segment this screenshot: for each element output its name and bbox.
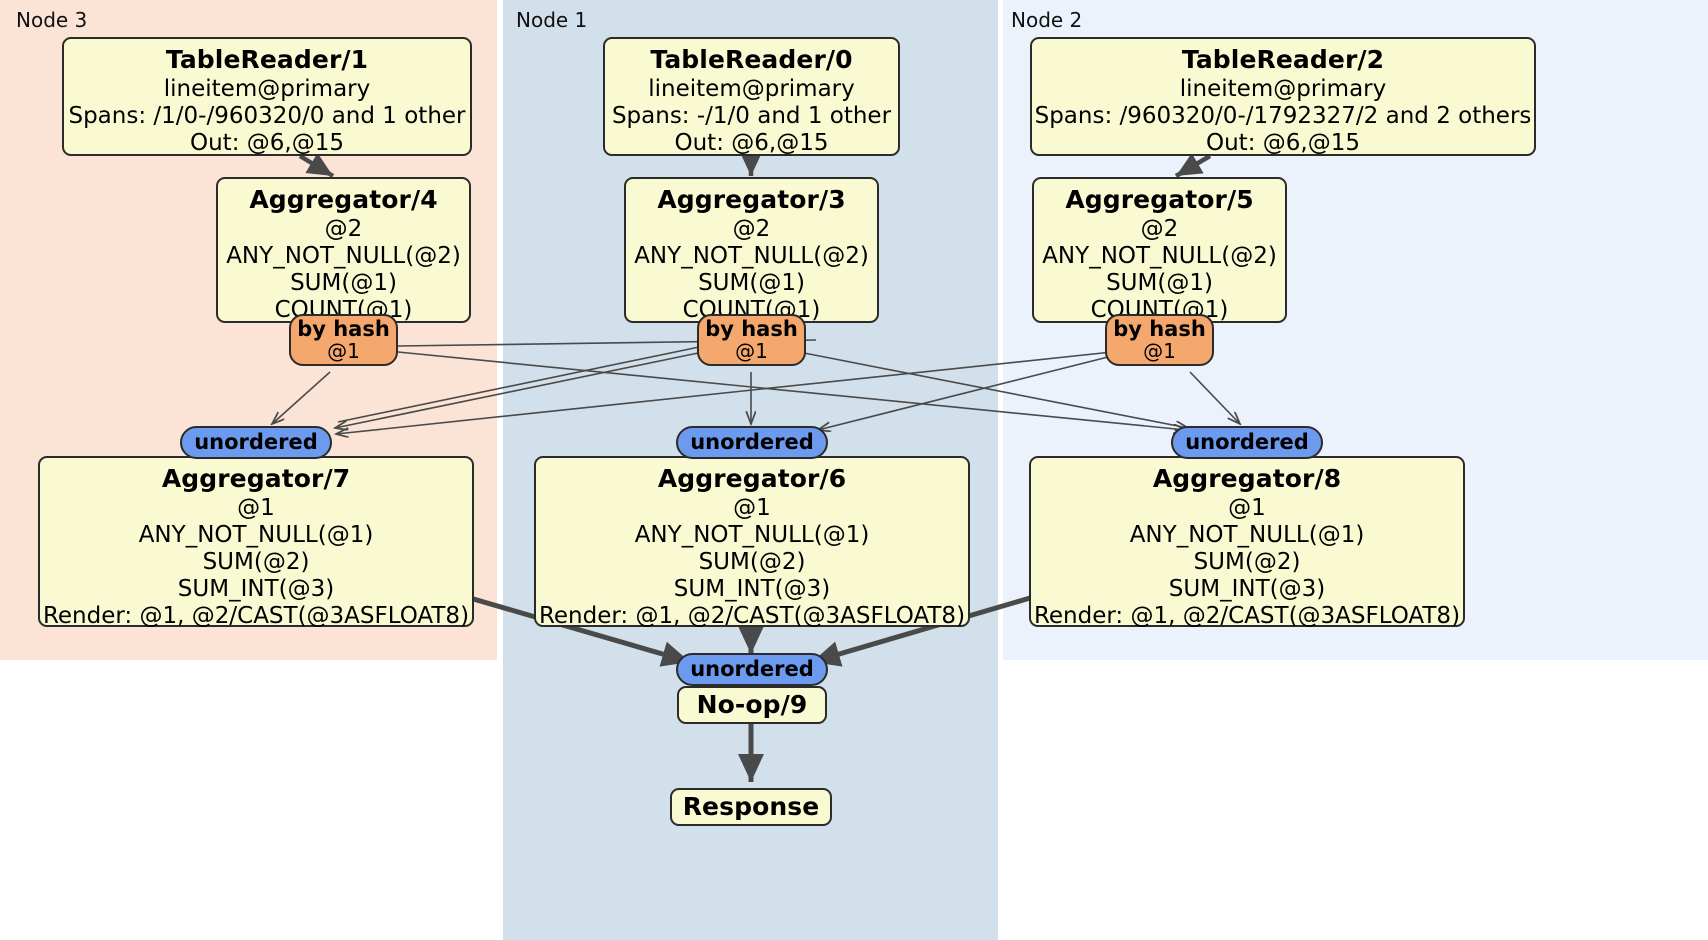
synchronizer-label: unordered (690, 430, 814, 454)
processor-title: Aggregator/4 (249, 185, 438, 214)
processor-line: ANY_NOT_NULL(@1) (138, 521, 374, 548)
processor-line: lineitem@primary (1179, 75, 1387, 102)
processor-line: lineitem@primary (648, 75, 855, 102)
processor-line: SUM_INT(@3) (1168, 575, 1326, 602)
processor-tablereader0[interactable]: TableReader/0 lineitem@primary Spans: -/… (603, 37, 900, 156)
processor-aggregator8[interactable]: Aggregator/8 @1 ANY_NOT_NULL(@1) SUM(@2)… (1029, 456, 1465, 629)
processor-aggregator3[interactable]: Aggregator/3 @2 ANY_NOT_NULL(@2) SUM(@1)… (624, 177, 879, 323)
processor-title: Aggregator/7 (161, 464, 351, 493)
synchronizer-unordered-final[interactable]: unordered (676, 653, 828, 686)
router-type-label: by hash (705, 317, 798, 342)
processor-line: Render: @1, @2/CAST(@3ASFLOAT8) (42, 603, 470, 629)
processor-line: @2 (1140, 215, 1179, 242)
processor-line: SUM_INT(@3) (673, 575, 831, 602)
router-detail-label: @1 (327, 339, 360, 364)
processor-title: Aggregator/5 (1065, 185, 1254, 214)
processor-line: Render: @1, @2/CAST(@3ASFLOAT8) (538, 603, 966, 629)
processor-line: @1 (237, 494, 275, 521)
processor-line: Render: @1, @2/CAST(@3ASFLOAT8) (1033, 603, 1461, 629)
processor-line: Spans: /960320/0-/1792327/2 and 2 others (1034, 102, 1532, 129)
router-detail-label: @1 (1143, 339, 1176, 364)
processor-line: Spans: /1/0-/960320/0 and 1 other (68, 102, 466, 129)
processor-aggregator4[interactable]: Aggregator/4 @2 ANY_NOT_NULL(@2) SUM(@1)… (216, 177, 471, 323)
processor-line: @1 (1228, 494, 1266, 521)
processor-line: @1 (733, 494, 771, 521)
processor-aggregator5[interactable]: Aggregator/5 @2 ANY_NOT_NULL(@2) SUM(@1)… (1032, 177, 1287, 323)
synchronizer-unordered-mid[interactable]: unordered (676, 426, 828, 459)
processor-title: Aggregator/6 (657, 464, 847, 493)
router-hash-mid[interactable]: by hash @1 (697, 314, 806, 366)
router-detail-label: @1 (735, 339, 768, 364)
node-label-node2: Node 2 (1011, 8, 1083, 32)
processor-line: ANY_NOT_NULL(@1) (634, 521, 870, 548)
processor-line: @2 (732, 215, 771, 242)
processor-line: ANY_NOT_NULL(@2) (634, 242, 869, 269)
processor-line: lineitem@primary (163, 75, 371, 102)
processor-title: Aggregator/3 (657, 185, 846, 214)
processor-title: Aggregator/8 (1152, 464, 1342, 493)
processor-tablereader1[interactable]: TableReader/1 lineitem@primary Spans: /1… (62, 37, 472, 156)
synchronizer-unordered-left[interactable]: unordered (180, 426, 332, 459)
processor-title: TableReader/2 (1181, 45, 1385, 74)
processor-noop9[interactable]: No-op/9 (677, 686, 827, 724)
processor-title: No-op/9 (696, 689, 808, 719)
processor-line: Out: @6,@15 (190, 129, 344, 156)
processor-line: SUM(@1) (1106, 269, 1213, 296)
router-hash-left[interactable]: by hash @1 (289, 314, 398, 366)
node-label-node3: Node 3 (16, 8, 88, 32)
processor-tablereader2[interactable]: TableReader/2 lineitem@primary Spans: /9… (1030, 37, 1536, 156)
processor-line: ANY_NOT_NULL(@2) (226, 242, 461, 269)
processor-line: ANY_NOT_NULL(@2) (1042, 242, 1277, 269)
router-hash-right[interactable]: by hash @1 (1105, 314, 1214, 366)
processor-line: SUM(@2) (202, 548, 310, 575)
processor-title: TableReader/1 (165, 45, 369, 74)
processor-line: SUM(@1) (290, 269, 397, 296)
synchronizer-label: unordered (194, 430, 318, 454)
processor-line: SUM_INT(@3) (177, 575, 335, 602)
processor-line: ANY_NOT_NULL(@1) (1129, 521, 1365, 548)
processor-line: Out: @6,@15 (674, 129, 829, 156)
processor-title: TableReader/0 (650, 45, 853, 74)
node-label-node1: Node 1 (516, 8, 588, 32)
processor-line: @2 (324, 215, 363, 242)
router-type-label: by hash (1113, 317, 1206, 342)
processor-line: SUM(@2) (698, 548, 806, 575)
synchronizer-unordered-right[interactable]: unordered (1171, 426, 1323, 459)
processor-line: SUM(@1) (698, 269, 805, 296)
router-type-label: by hash (297, 317, 390, 342)
processor-line: Spans: -/1/0 and 1 other (611, 102, 892, 129)
processor-aggregator6[interactable]: Aggregator/6 @1 ANY_NOT_NULL(@1) SUM(@2)… (534, 456, 970, 629)
processor-response[interactable]: Response (670, 788, 832, 826)
processor-title: Response (682, 791, 820, 821)
processor-aggregator7[interactable]: Aggregator/7 @1 ANY_NOT_NULL(@1) SUM(@2)… (38, 456, 474, 629)
processor-line: Out: @6,@15 (1206, 129, 1360, 156)
synchronizer-label: unordered (690, 657, 814, 681)
synchronizer-label: unordered (1185, 430, 1309, 454)
processor-line: SUM(@2) (1193, 548, 1301, 575)
